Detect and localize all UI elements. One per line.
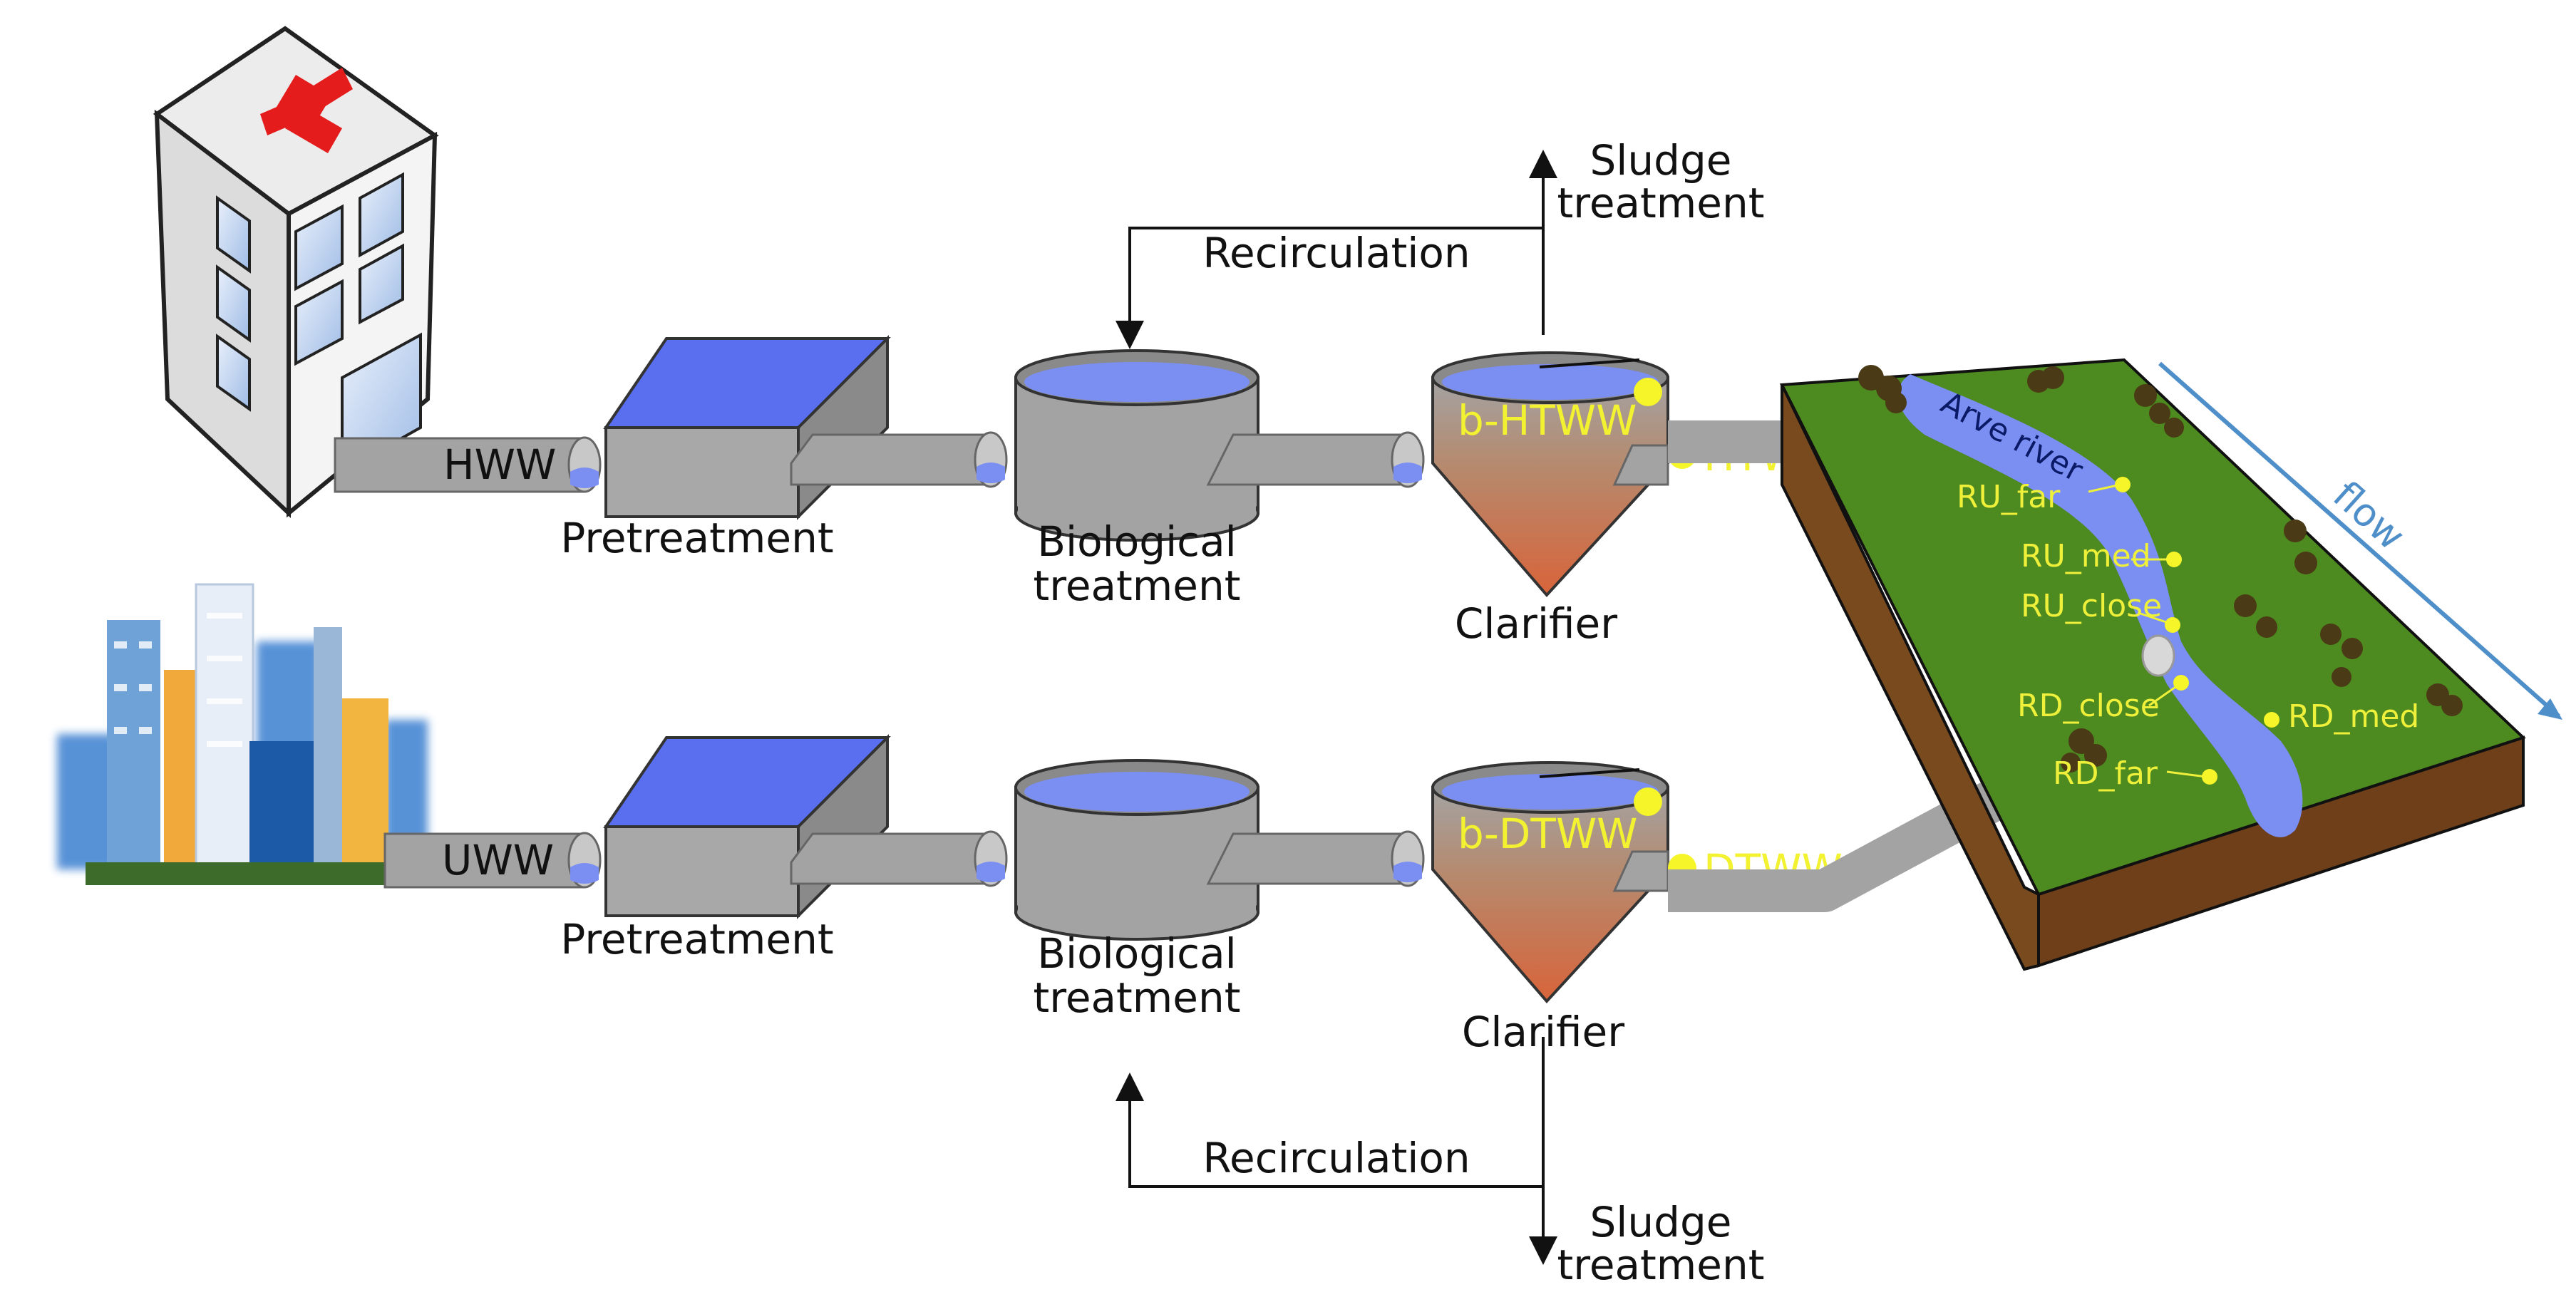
recirculation-arrow-bottom xyxy=(1116,1037,1545,1188)
clarifier-label-top: Clarifier xyxy=(1455,599,1617,648)
ru-far-label: RU_far xyxy=(1957,479,2061,515)
biological-tank-top xyxy=(1014,349,1425,542)
uww-label: UWW xyxy=(442,836,554,884)
b-htww-label: b-HTWW xyxy=(1458,396,1637,445)
pretreatment-basin-bottom xyxy=(603,734,1008,919)
city-icon xyxy=(57,583,428,885)
sludge-label-2-top: treatment xyxy=(1557,179,1765,227)
sample-point-rd-close xyxy=(2173,675,2189,691)
biological-label-2-top: treatment xyxy=(1034,562,1241,610)
pretreatment-basin-top xyxy=(603,335,1008,520)
river-landscape xyxy=(1779,358,2526,971)
b-dtww-label: b-DTWW xyxy=(1458,810,1638,858)
pretreatment-label-top: Pretreatment xyxy=(560,514,833,562)
biological-label-1-bottom: Biological xyxy=(1037,929,1236,978)
ru-med-label: RU_med xyxy=(2021,538,2151,574)
sample-point-ru-med xyxy=(2166,552,2182,567)
sample-point-ru-far xyxy=(2115,477,2131,492)
recirculation-label-top: Recirculation xyxy=(1202,229,1470,277)
sludge-label-1-top: Sludge xyxy=(1590,136,1731,185)
recirculation-arrow-top xyxy=(1116,227,1545,349)
ru-close-label: RU_close xyxy=(2021,588,2162,624)
recirculation-label-bottom: Recirculation xyxy=(1202,1134,1470,1182)
river-sample-points xyxy=(2088,477,2279,785)
hww-pipe xyxy=(334,436,602,493)
sludge-label-1-bottom: Sludge xyxy=(1590,1198,1731,1246)
pretreatment-label-bottom: Pretreatment xyxy=(560,915,833,963)
sample-point-rd-far xyxy=(2202,769,2217,785)
hospital-icon xyxy=(153,26,439,518)
biological-label-2-bottom: treatment xyxy=(1034,973,1241,1022)
uww-pipe xyxy=(383,832,602,889)
clarifier-top xyxy=(1431,351,1696,598)
rd-close-label: RD_close xyxy=(2017,688,2160,724)
rd-med-label: RD_med xyxy=(2288,698,2419,735)
sample-point-ru-close xyxy=(2165,617,2180,633)
sample-point-b-htww xyxy=(1634,378,1662,406)
sample-point-b-dtww xyxy=(1634,787,1662,816)
clarifier-bottom xyxy=(1431,761,1696,1004)
biological-tank-bottom xyxy=(1014,759,1425,941)
sludge-label-2-bottom: treatment xyxy=(1557,1241,1765,1289)
rd-far-label: RD_far xyxy=(2053,755,2158,792)
hww-label: HWW xyxy=(443,440,556,489)
biological-label-1-top: Biological xyxy=(1037,517,1236,566)
flow-arrow xyxy=(2158,361,2562,720)
sample-point-rd-med xyxy=(2264,712,2279,728)
red-cross-icon xyxy=(260,68,353,153)
